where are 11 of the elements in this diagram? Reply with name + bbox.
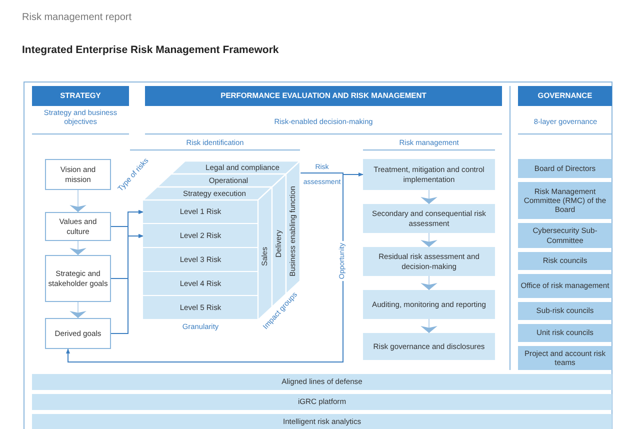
- chevron-arrow: [70, 302, 86, 318]
- chevron-arrow: [420, 276, 438, 290]
- report-heading: Risk management report: [22, 12, 132, 23]
- chevron-arrow: [420, 318, 438, 334]
- chevron-arrow: [70, 240, 86, 256]
- chevron-arrow: [420, 190, 438, 204]
- title: Integrated Enterprise Risk Management Framework: [22, 44, 279, 56]
- connector-arrow: [110, 234, 144, 334]
- connector-arrow: [66, 172, 344, 362]
- chevron-arrow: [420, 232, 438, 248]
- chevron-arrow: [70, 190, 86, 212]
